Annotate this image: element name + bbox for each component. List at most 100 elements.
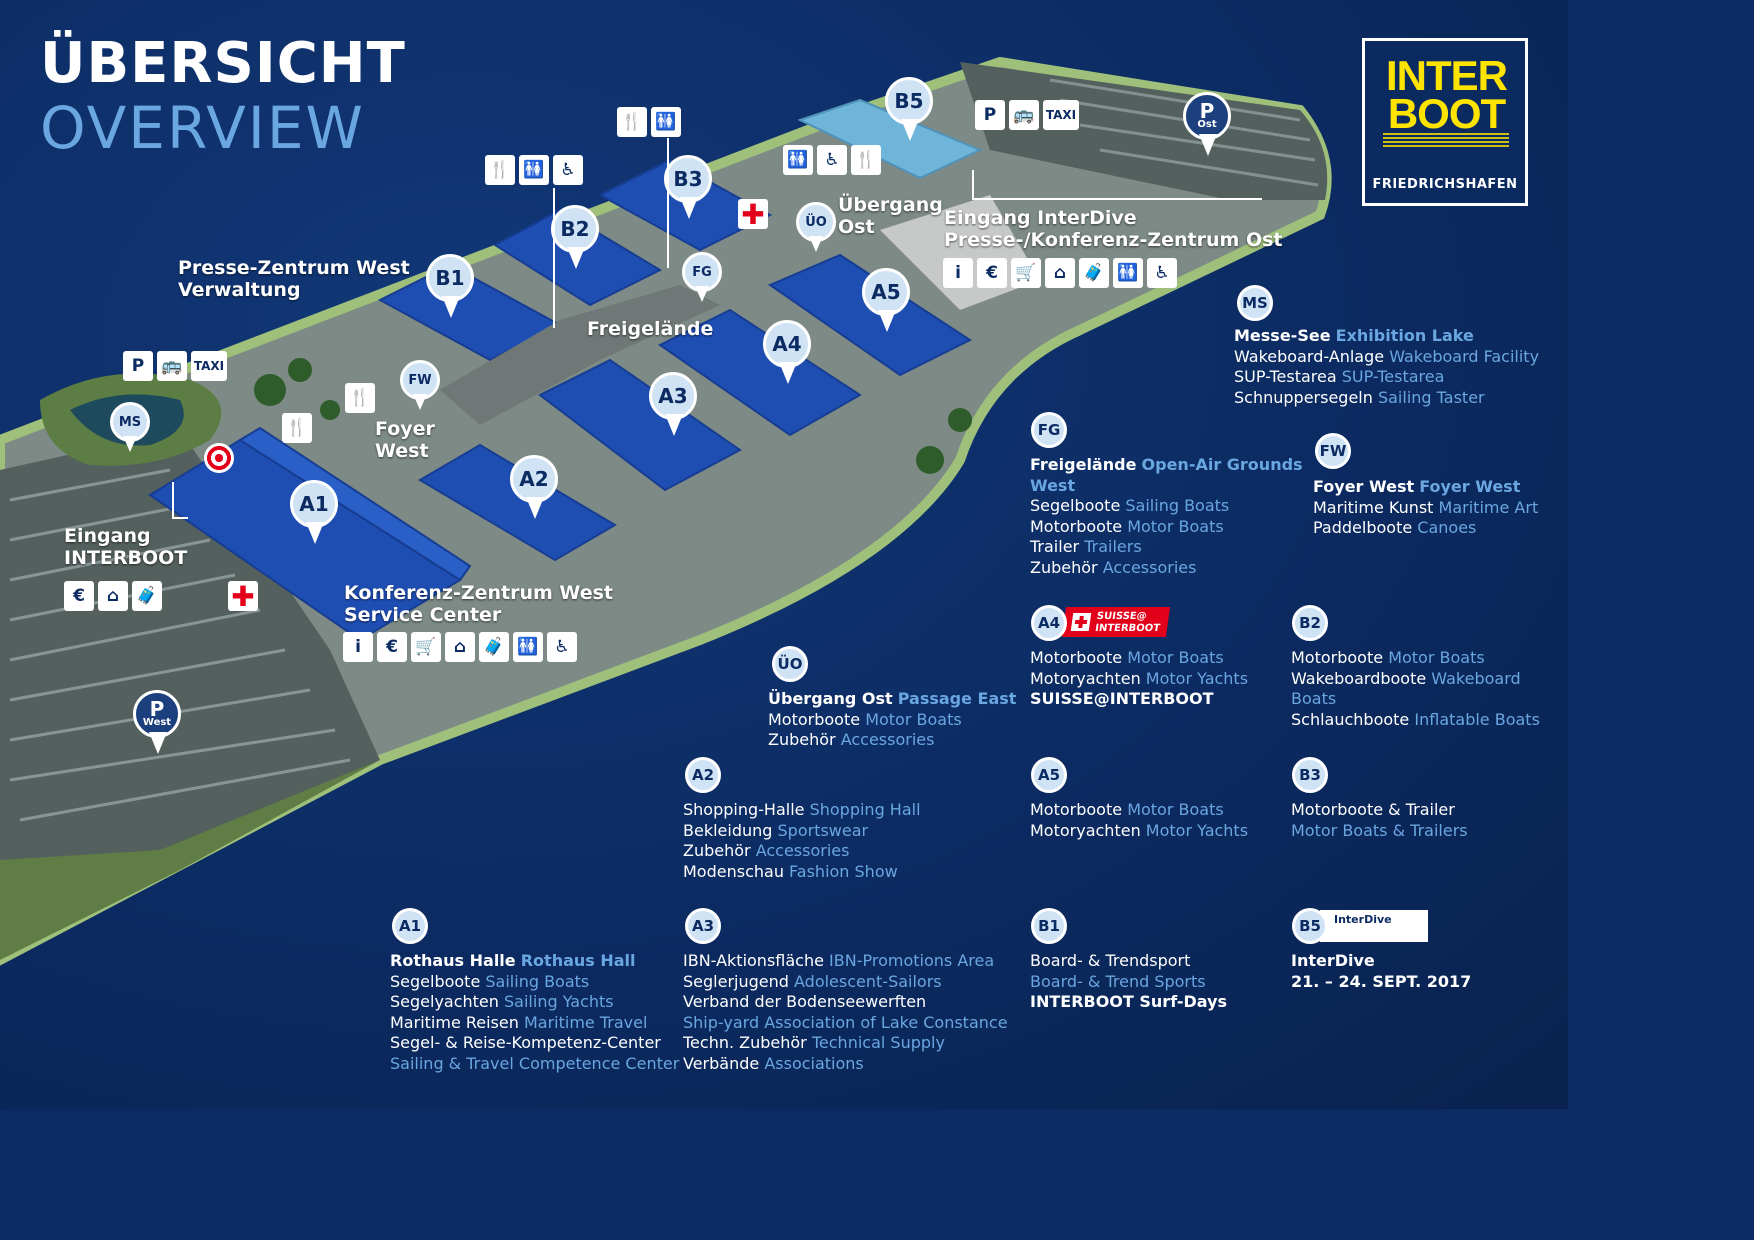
pin-a4[interactable]: A4 — [763, 320, 813, 386]
legend-item-en: SUP-Testarea — [1341, 367, 1445, 386]
wheelchair-icon: ♿ — [817, 145, 847, 175]
suisse-interboot-badge: SUISSE@INTERBOOT — [1061, 607, 1171, 637]
pin-a5[interactable]: A5 — [862, 268, 912, 334]
label-line: Foyer — [375, 418, 435, 440]
suisse-line: SUISSE@ — [1096, 611, 1148, 622]
logo-reflection — [1383, 133, 1509, 147]
pin-uo[interactable]: ÜO — [796, 202, 836, 256]
pin-fw[interactable]: FW — [400, 360, 440, 414]
legend-item-de: Segelyachten — [390, 992, 499, 1011]
euro-icon: € — [377, 632, 407, 662]
pin-a3[interactable]: A3 — [649, 372, 699, 438]
icons-b3-aid: ✚ — [738, 198, 768, 231]
legend-title-en: Passage East — [897, 689, 1017, 708]
legend-item-en: Trailers — [1084, 537, 1142, 556]
legend-item-en: Board- & Trend Sports — [1030, 971, 1206, 991]
legend-title-de: Freigelände — [1030, 455, 1137, 474]
legend-item-de: Motoryachten — [1030, 668, 1141, 688]
legend-item-en: Maritime Travel — [523, 1012, 648, 1032]
interdive-logo-text: InterDive — [1334, 913, 1392, 926]
cart-icon: 🛒 — [1011, 258, 1041, 288]
legend-item-en: Wakeboard Facility — [1389, 346, 1540, 366]
euro-icon: € — [977, 258, 1007, 288]
legend-item-de: Segel- & Reise-Kompetenz-Center — [390, 1033, 661, 1052]
connector-line — [172, 517, 188, 519]
legend-badge-uo: ÜO — [772, 646, 808, 682]
page-subtitle: OVERVIEW — [40, 94, 365, 162]
pin-b2[interactable]: B2 — [551, 205, 601, 271]
legend-title-de: Messe-See — [1234, 326, 1331, 345]
label-freigelaende: Freigelände — [587, 318, 714, 340]
connector-line — [667, 138, 669, 268]
label-line: Presse-/Konferenz-Zentrum Ost — [944, 229, 1283, 251]
pin-fg[interactable]: FG — [682, 252, 722, 306]
parking-ost-name: Ost — [1197, 119, 1217, 130]
legend-item-en: IBN-Promotions Area — [829, 951, 995, 970]
legend-item-en: Sailing Boats — [485, 971, 590, 991]
toilet-icon: 🚻 — [513, 632, 543, 662]
interboot-logo: INTER BOOT FRIEDRICHSHAFEN — [1362, 38, 1528, 206]
toilet-icon: 🚻 — [783, 145, 813, 175]
wheelchair-icon: ♿ — [547, 632, 577, 662]
legend-item-de: Paddelboote — [1313, 518, 1413, 537]
icons-b3-top: 🍴 🚻 — [617, 107, 681, 137]
legend-a2: Shopping-Halle Shopping Hall Bekleidung … — [683, 800, 921, 882]
wheelchair-icon: ♿ — [553, 155, 583, 185]
legend-item-en: Fashion Show — [789, 861, 898, 881]
bus-icon: 🚌 — [1009, 100, 1039, 130]
legend-badge-a3: A3 — [685, 908, 721, 944]
legend-extra: SUISSE@INTERBOOT — [1030, 689, 1214, 708]
info-icon: i — [343, 632, 373, 662]
restaurant-icon: 🍴 — [282, 413, 312, 443]
parking-ost-letter: P — [1199, 99, 1215, 123]
park-ride-icon: P — [975, 100, 1005, 130]
legend-item-de: Zubehör — [683, 841, 751, 860]
icons-a1-aid: ✚ — [228, 580, 258, 613]
label-line: INTERBOOT — [64, 547, 188, 569]
legend-item-en: Sailing Taster — [1377, 387, 1485, 407]
taxi-icon: TAXI — [1043, 100, 1079, 130]
legend-item-en: Sportswear — [777, 820, 869, 840]
pin-b3[interactable]: B3 — [664, 155, 714, 221]
legend-title-en: Rothaus Hall — [520, 951, 636, 970]
legend-item-de: IBN-Aktionsfläche — [683, 951, 824, 970]
pin-a1[interactable]: A1 — [290, 480, 340, 546]
connector-line — [172, 482, 174, 518]
pin-label: FW — [400, 360, 440, 400]
pin-b1[interactable]: B1 — [426, 254, 476, 320]
icons-b5: 🚻 ♿ 🍴 — [783, 145, 881, 175]
legend-b3: Motorboote & Trailer Motor Boats & Trail… — [1291, 800, 1468, 841]
pin-b5[interactable]: B5 — [885, 77, 935, 143]
cart-icon: 🛒 — [411, 632, 441, 662]
legend-badge-fw: FW — [1315, 433, 1351, 469]
legend-item-en: Motor Yachts — [1145, 820, 1249, 840]
legend-uo: Übergang Ost Passage East Motorboote Mot… — [768, 689, 1016, 751]
legend-badge-a5: A5 — [1031, 757, 1067, 793]
legend-badge-fg: FG — [1031, 412, 1067, 448]
label-line: Service Center — [344, 604, 502, 626]
icons-a1-restaurant: 🍴 — [282, 413, 312, 443]
toilet-icon: 🚻 — [1113, 258, 1143, 288]
label-line: Übergang — [838, 194, 943, 216]
parking-west-letter: P — [149, 697, 165, 721]
legend-item-en: Motor Yachts — [1145, 668, 1249, 688]
legend-a5: Motorboote Motor Boats Motoryachten Moto… — [1030, 800, 1248, 841]
pin-label: A4 — [763, 320, 811, 368]
pin-ms[interactable]: MS — [110, 402, 150, 456]
legend-item-de: SUP-Testarea — [1234, 367, 1337, 386]
legend-fg: Freigelände Open-Air Grounds West Segelb… — [1030, 455, 1303, 578]
legend-badge-b2: B2 — [1292, 605, 1328, 641]
pin-a2[interactable]: A2 — [510, 455, 560, 521]
legend-item-de: InterDive — [1291, 951, 1375, 970]
euro-icon: € — [64, 581, 94, 611]
wardrobe-icon: ⌂ — [98, 581, 128, 611]
legend-item-en: Motor Boats — [865, 709, 962, 729]
connector-line — [553, 188, 555, 328]
first-aid-icon: ✚ — [228, 580, 258, 613]
logo-city: FRIEDRICHSHAFEN — [1372, 177, 1518, 192]
legend-item-de: Maritime Kunst — [1313, 497, 1434, 517]
